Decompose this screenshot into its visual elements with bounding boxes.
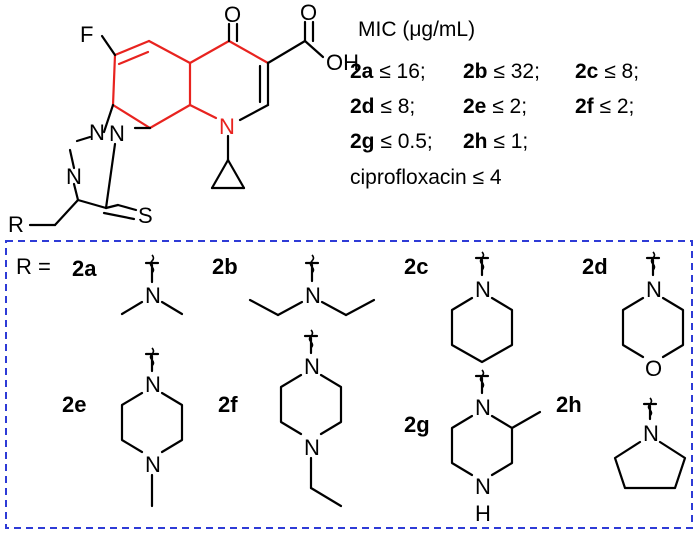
atom-sulfur: S [138, 203, 153, 228]
wavy-bond-icon [308, 329, 314, 349]
compound-label: 2b [212, 254, 238, 279]
mic-entry: 2h ≤ 1; [463, 130, 528, 153]
mic-entry: 2g ≤ 0.5; [350, 130, 433, 153]
atom-ring-nitrogen: N [219, 114, 235, 139]
compound-label: 2h [556, 392, 582, 417]
compound-label: 2e [62, 392, 86, 417]
atom-nitrogen: N [145, 372, 161, 397]
atom-r-group: R [8, 212, 24, 237]
atom-hydroxyl: OH [326, 50, 359, 75]
substituent-2g: 2g N N H [404, 369, 542, 526]
compound-label: 2f [218, 392, 238, 417]
compound-label: 2g [404, 412, 430, 437]
substituent-2a: 2a N [72, 254, 184, 316]
mic-reference: ciprofloxacin ≤ 4 [350, 166, 502, 189]
atom-nitrogen: N [475, 474, 491, 499]
substituent-box [5, 240, 693, 529]
substituent-2f: 2f N N [218, 329, 343, 508]
atom-oxygen: O [645, 356, 662, 381]
mic-entry: 2b ≤ 32; [463, 60, 540, 83]
compound-label: 2a [72, 256, 97, 281]
atom-nitrogen: N [304, 354, 320, 379]
atom-nitrogen: N [475, 277, 491, 302]
mic-entry: 2c ≤ 8; [575, 60, 639, 83]
mic-table: MIC (μg/mL) 2a ≤ 16; 2b ≤ 32; 2c ≤ 8; 2d… [350, 18, 639, 189]
compound-label: 2c [404, 254, 428, 279]
wavy-bond-icon [149, 347, 155, 367]
atom-ketone-oxygen: O [224, 2, 241, 27]
atom-nitrogen: N [646, 277, 662, 302]
atom-triazole-nitrogen-1: N [89, 120, 105, 145]
substituent-2c: 2c N [404, 251, 514, 364]
atom-nitrogen: N [305, 283, 321, 308]
atom-carbonyl-oxygen: O [300, 0, 317, 25]
atom-triazole-nitrogen-2: N [109, 121, 125, 146]
mic-entry: 2f ≤ 2; [575, 95, 634, 118]
atom-nitrogen: N [475, 395, 491, 420]
substituent-2b: 2b N [212, 254, 376, 317]
atom-nitrogen: N [643, 421, 659, 446]
substituent-2e: 2e N N [62, 347, 184, 508]
substituent-2d: 2d N O [582, 251, 685, 381]
atom-nitrogen: N [304, 435, 320, 460]
mic-entry: 2a ≤ 16; [350, 60, 426, 83]
core-highlight-bonds [111, 39, 270, 130]
mic-entry: 2d ≤ 8; [350, 95, 415, 118]
compound-label: 2d [582, 254, 608, 279]
atom-triazole-nitrogen-3: N [66, 164, 82, 189]
wavy-bond-icon [479, 251, 485, 271]
substituent-2h: 2h N [556, 392, 687, 490]
wavy-bond-icon [647, 397, 653, 417]
r-equals-label: R = [16, 254, 51, 279]
atom-fluorine: F [80, 22, 93, 47]
mic-header: MIC (μg/mL) [358, 18, 475, 41]
atom-nitrogen: N [145, 283, 161, 308]
mic-entry: 2e ≤ 2; [463, 95, 527, 118]
core-structure: F O O OH N N N N S R [8, 0, 359, 237]
atom-nitrogen: N [145, 452, 161, 477]
atom-hydrogen: H [475, 501, 491, 526]
wavy-bond-icon [650, 251, 656, 271]
wavy-bond-icon [479, 369, 485, 389]
